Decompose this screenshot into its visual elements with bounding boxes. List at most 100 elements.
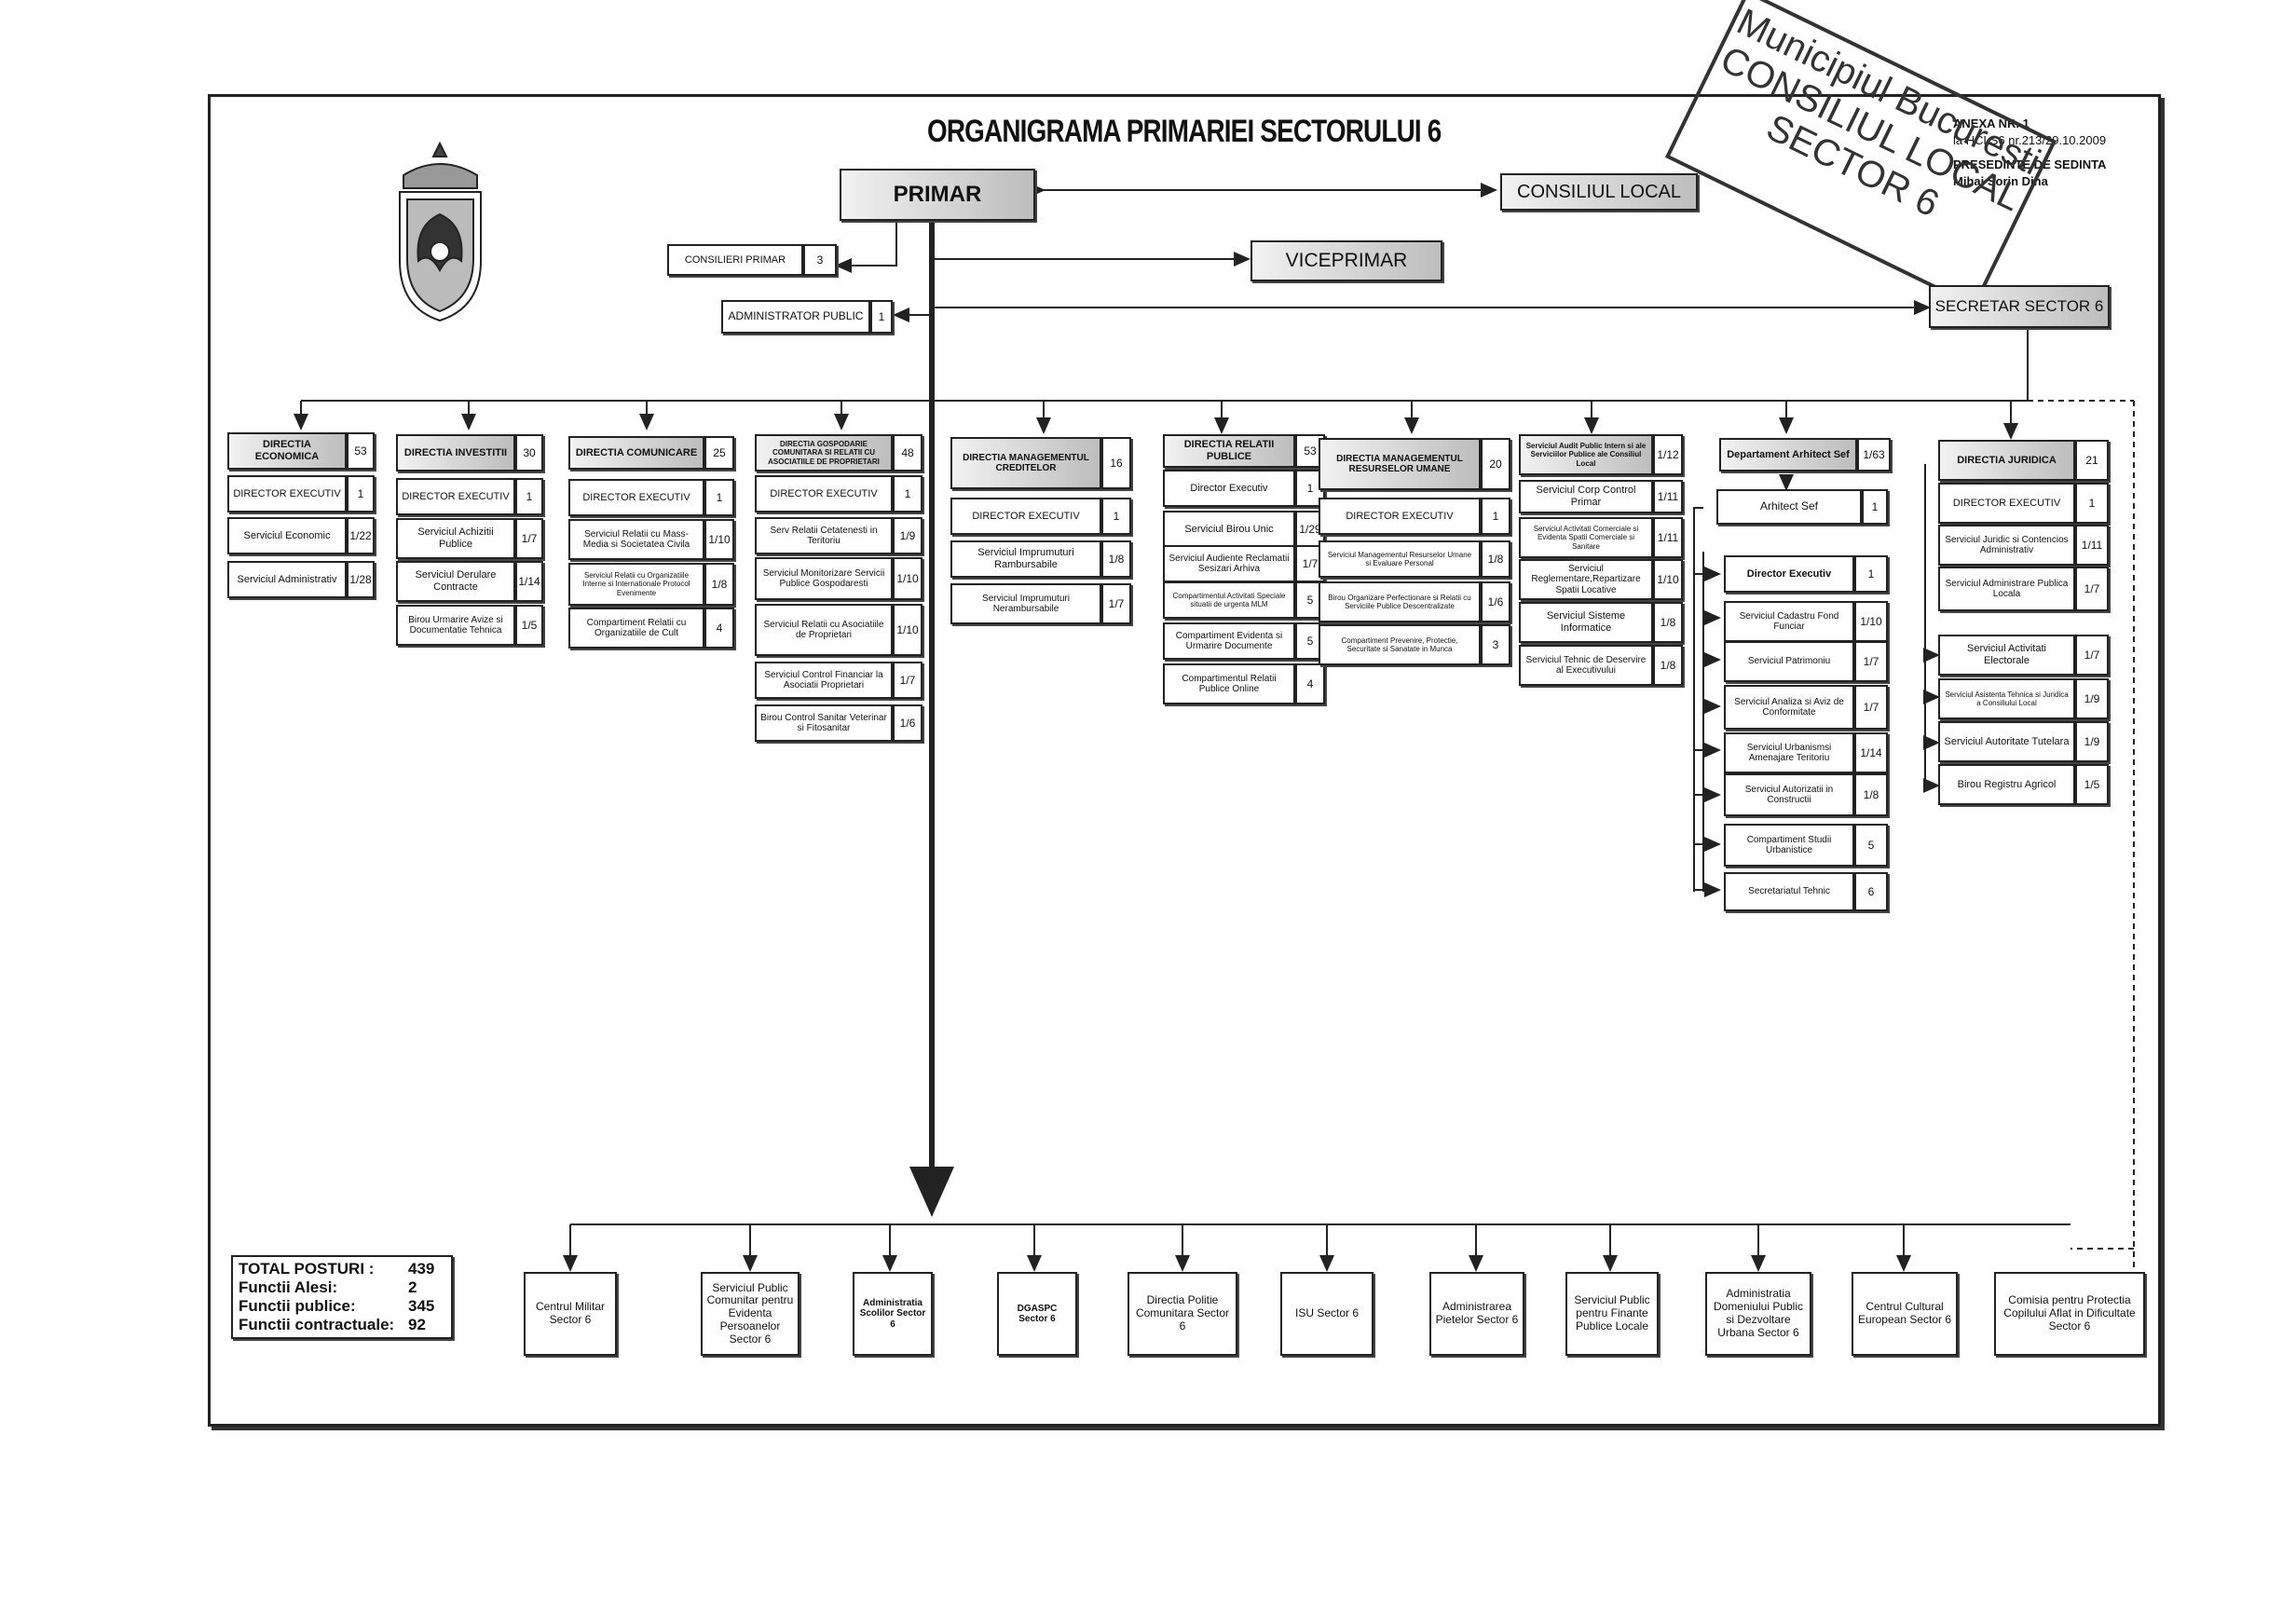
service-count: 1/5 — [2075, 764, 2109, 805]
service-box[interactable]: Birou Registru Agricol — [1938, 764, 2075, 805]
director-executiv-box[interactable]: Director Executiv — [1724, 555, 1854, 593]
service-count: 1/8 — [704, 563, 734, 606]
institution-box[interactable]: ISU Sector 6 — [1280, 1272, 1374, 1356]
service-count: 1/9 — [2075, 678, 2109, 719]
service-count: 1/7 — [2075, 567, 2109, 611]
institution-box[interactable]: Serviciul Public Comunitar pentru Eviden… — [701, 1272, 800, 1356]
institution-box[interactable]: Administratia Domeniului Public si Dezvo… — [1705, 1272, 1811, 1356]
institution-box[interactable]: Directia Politie Comunitara Sector 6 — [1128, 1272, 1237, 1356]
service-box[interactable]: Birou Organizare Perfectionare si Relati… — [1319, 581, 1481, 622]
service-box[interactable]: Serviciul Derulare Contracte — [396, 561, 515, 602]
service-box[interactable]: DIRECTOR EXECUTIV — [568, 479, 704, 516]
service-box[interactable]: Serviciul Imprumuturi Rambursabile — [950, 540, 1101, 578]
service-count: 1/11 — [1653, 517, 1683, 558]
service-box[interactable]: DIRECTOR EXECUTIV — [755, 475, 893, 512]
service-box[interactable]: Serviciul Monitorizare Servicii Publice … — [755, 557, 893, 600]
direction-header[interactable]: DIRECTIA ECONOMICA — [227, 432, 347, 470]
service-box[interactable]: Serviciul Analiza si Aviz de Conformitat… — [1724, 685, 1854, 730]
service-box[interactable]: Serviciul Patrimoniu — [1724, 641, 1854, 682]
service-box[interactable]: Serviciul Administrare Publica Locala — [1938, 567, 2075, 611]
service-box[interactable]: Serviciul Economic — [227, 517, 347, 554]
service-box[interactable]: Serviciul Activitati Electorale — [1938, 635, 2075, 676]
service-box[interactable]: Serviciul Corp Control Primar — [1519, 480, 1653, 513]
service-box[interactable]: Serviciul Relatii cu Organizatiile Inter… — [568, 563, 704, 606]
direction-header[interactable]: DIRECTIA JURIDICA — [1938, 440, 2075, 481]
totals-label: Functii publice: — [239, 1297, 356, 1315]
service-box[interactable]: Serviciul Managementul Resurselor Umane … — [1319, 540, 1481, 578]
service-box[interactable]: Serviciul Juridic si Contencios Administ… — [1938, 525, 2075, 566]
direction-count: 30 — [515, 434, 543, 472]
service-box[interactable]: DIRECTOR EXECUTIV — [1938, 483, 2075, 524]
service-box[interactable]: Serviciul Reglementare,Repartizare Spati… — [1519, 559, 1653, 600]
consilieri-box[interactable]: CONSILIERI PRIMAR — [667, 244, 803, 276]
service-count: 1 — [347, 475, 375, 512]
direction-header[interactable]: DIRECTIA COMUNICARE — [568, 436, 704, 470]
service-box[interactable]: Serviciul Autoritate Tutelara — [1938, 721, 2075, 762]
service-box[interactable]: Secretariatul Tehnic — [1724, 872, 1854, 911]
direction-count: 53 — [347, 432, 375, 470]
service-box[interactable]: Serviciul Tehnic de Deservire al Executi… — [1519, 645, 1653, 686]
direction-header[interactable]: Serviciul Audit Public Intern si ale Ser… — [1519, 434, 1653, 475]
service-box[interactable]: Serviciul Urbanismsi Amenajare Teritoriu — [1724, 732, 1854, 773]
annex-line: ANEXA NR. 1 — [1953, 116, 2030, 130]
arhitect-sef-box[interactable]: Arhitect Sef — [1716, 489, 1862, 525]
service-box[interactable]: Serviciul Administrativ — [227, 561, 347, 598]
service-box[interactable]: DIRECTOR EXECUTIV — [950, 498, 1101, 535]
totals-value: 2 — [408, 1278, 417, 1296]
service-count: 5 — [1854, 824, 1888, 867]
service-box[interactable]: DIRECTOR EXECUTIV — [227, 475, 347, 512]
institution-box[interactable]: Administrarea Pietelor Sector 6 — [1429, 1272, 1524, 1356]
service-box[interactable]: Compartiment Evidenta si Urmarire Docume… — [1163, 622, 1295, 660]
consiliul-local-box[interactable]: CONSILIUL LOCAL — [1500, 173, 1698, 211]
institution-box[interactable]: Administratia Scolilor Sector 6 — [853, 1272, 933, 1356]
service-box[interactable]: Serviciul Activitati Comerciale si Evide… — [1519, 517, 1653, 558]
service-box[interactable]: DIRECTOR EXECUTIV — [396, 478, 515, 515]
service-box[interactable]: Serviciul Imprumuturi Nerambursabile — [950, 583, 1101, 624]
service-box[interactable]: Compartiment Prevenire, Protectie, Secur… — [1319, 624, 1481, 665]
service-box[interactable]: Director Executiv — [1163, 470, 1295, 507]
service-count: 1 — [704, 479, 734, 516]
service-box[interactable]: Compartiment Studii Urbanistice — [1724, 824, 1854, 867]
viceprimar-box[interactable]: VICEPRIMAR — [1250, 240, 1442, 281]
institution-box[interactable]: Centrul Cultural European Sector 6 — [1852, 1272, 1958, 1356]
direction-header[interactable]: DIRECTIA MANAGEMENTUL RESURSELOR UMANE — [1319, 438, 1481, 490]
service-box[interactable]: Serviciul Sisteme Informatice — [1519, 602, 1653, 643]
primar-box[interactable]: PRIMAR — [840, 169, 1035, 221]
direction-header[interactable]: DIRECTIA MANAGEMENTUL CREDITELOR — [950, 437, 1101, 489]
service-box[interactable]: Compartiment Relatii cu Organizatiile de… — [568, 608, 704, 649]
service-box[interactable]: Birou Urmarire Avize si Documentatie Teh… — [396, 605, 515, 646]
page-title: ORGANIGRAMA PRIMARIEI SECTORULUI 6 — [927, 114, 1442, 149]
service-count: 1/28 — [347, 561, 375, 598]
service-box[interactable]: Serviciul Asistenta Tehnica si Juridica … — [1938, 678, 2075, 719]
consilieri-count: 3 — [803, 244, 837, 276]
institution-box[interactable]: Comisia pentru Protectia Copilului Aflat… — [1994, 1272, 2145, 1356]
service-box[interactable]: Serviciul Autorizatii in Constructii — [1724, 773, 1854, 816]
service-box[interactable]: Serviciul Relatii cu Asociatiile de Prop… — [755, 604, 893, 656]
totals-row: TOTAL POSTURI :439 — [239, 1260, 445, 1278]
annex-president-label: PRESEDINTE DE SEDINTA — [1953, 157, 2107, 171]
service-box[interactable]: Compartimentul Relatii Publice Online — [1163, 663, 1295, 704]
totals-row: Functii Alesi: 2 — [239, 1278, 445, 1297]
service-box[interactable]: Birou Control Sanitar Veterinar si Fitos… — [755, 704, 893, 742]
service-box[interactable]: Serviciul Control Financiar la Asociatii… — [755, 662, 893, 699]
direction-header[interactable]: DIRECTIA GOSPODARIE COMUNITARA SI RELATI… — [755, 434, 893, 472]
service-box[interactable]: Serviciul Audiente Reclamatii Sesizari A… — [1163, 545, 1295, 582]
service-count: 1 — [1101, 498, 1131, 535]
service-box[interactable]: Serv Relatii Cetatenesti in Teritoriu — [755, 517, 893, 554]
institution-box[interactable]: DGASPC Sector 6 — [997, 1272, 1077, 1356]
institution-box[interactable]: Centrul Militar Sector 6 — [524, 1272, 617, 1356]
institution-box[interactable]: Serviciul Public pentru Finante Publice … — [1565, 1272, 1659, 1356]
secretar-box[interactable]: SECRETAR SECTOR 6 — [1929, 285, 2110, 328]
service-box[interactable]: Compartimentul Activitati Speciale situa… — [1163, 581, 1295, 619]
service-box[interactable]: Serviciul Birou Unic — [1163, 511, 1295, 548]
direction-header[interactable]: DIRECTIA INVESTITII — [396, 434, 515, 472]
totals-label: Functii Alesi: — [239, 1278, 338, 1296]
service-box[interactable]: Serviciul Relatii cu Mass-Media si Socie… — [568, 519, 704, 560]
service-box[interactable]: DIRECTOR EXECUTIV — [1319, 498, 1481, 535]
direction-header[interactable]: DIRECTIA RELATII PUBLICE — [1163, 434, 1295, 468]
service-box[interactable]: Serviciul Achizitii Publice — [396, 518, 515, 559]
direction-header[interactable]: Departament Arhitect Sef — [1719, 438, 1857, 472]
service-count: 4 — [704, 608, 734, 649]
administrator-box[interactable]: ADMINISTRATOR PUBLIC — [721, 300, 870, 334]
service-box[interactable]: Serviciul Cadastru Fond Funciar — [1724, 601, 1854, 642]
